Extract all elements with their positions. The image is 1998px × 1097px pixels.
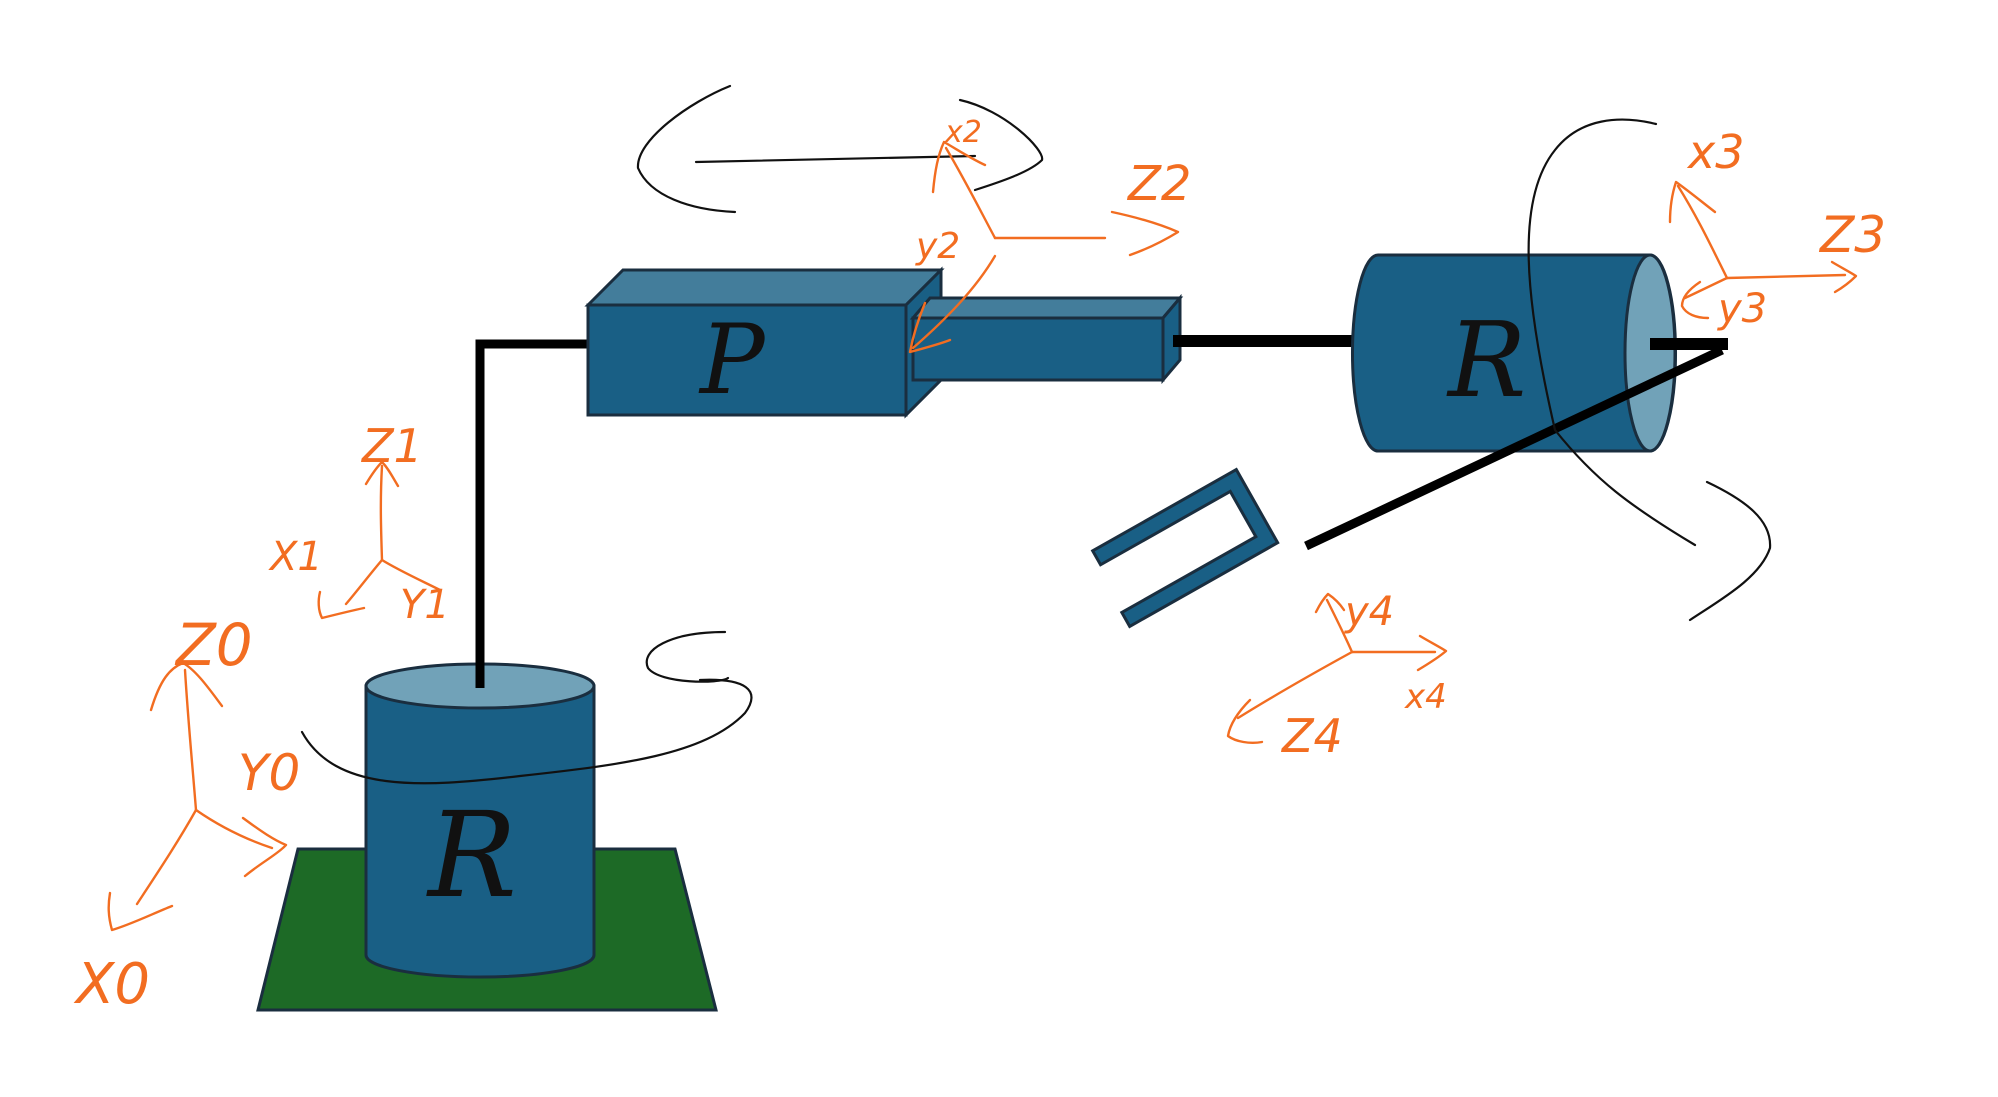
- frame1-y-label: Y1: [400, 582, 450, 628]
- frame3-x-axis: [1676, 184, 1729, 280]
- frame1-y-axis: [380, 558, 442, 592]
- gripper: [1090, 467, 1280, 629]
- rotation-arrow-joint3: [1527, 118, 1772, 622]
- frame2-x-axis: [944, 146, 997, 240]
- frame3-z-axis: [1725, 273, 1847, 280]
- frame0-z-arrowhead: [149, 661, 224, 712]
- wrist-cylinder-face: [1623, 253, 1677, 453]
- frame1-x-arrowhead: [317, 590, 366, 620]
- translation-arrow-joint2: [636, 84, 1044, 214]
- joint1-label: R: [426, 786, 517, 924]
- frame1-x-axis: [344, 558, 384, 606]
- frame4-z-axis: [1236, 650, 1354, 720]
- frame2-z-label: Z2: [1126, 156, 1191, 212]
- frame0-y-axis: [194, 808, 274, 850]
- frame3: x3 Z3 y3: [1668, 125, 1886, 332]
- frame3-y-label: y3: [1717, 286, 1767, 332]
- frame2-y-arrowhead: [908, 301, 952, 354]
- joint3-label: R: [1446, 299, 1526, 421]
- prismatic-slider: [909, 293, 1184, 385]
- wrist-cylinder: [1350, 253, 1678, 453]
- frame0-y-label: Y0: [238, 744, 300, 802]
- frame4-y-axis: [1325, 598, 1354, 654]
- link-to-gripper: [1304, 345, 1724, 551]
- joint2-label: P: [698, 304, 766, 416]
- frame1-z-arrowhead: [364, 460, 400, 488]
- frame1-x-label: X1: [268, 534, 323, 580]
- frame3-x-arrowhead: [1668, 180, 1717, 224]
- frame4-x-arrowhead: [1416, 634, 1448, 672]
- frame2-y-label: y2: [915, 226, 960, 267]
- frame0: Z0 Y0 X0: [73, 611, 300, 1017]
- frame4: y4 x4 Z4: [1226, 589, 1448, 763]
- frame0-z-label: Z0: [174, 611, 253, 679]
- frame3-y-arrowhead: [1680, 280, 1710, 320]
- link-base-to-prismatic: [475, 339, 590, 688]
- frame2-x-label: x2: [944, 115, 982, 150]
- frame0-x-axis: [135, 808, 198, 906]
- rotation-arrow-joint1: [300, 630, 753, 785]
- frame4-z-arrowhead: [1226, 698, 1264, 744]
- frame0-z-axis: [183, 668, 198, 812]
- frame3-y-axis: [1683, 276, 1729, 300]
- frame2-z-arrowhead: [1110, 210, 1180, 257]
- frame1-z-axis: [379, 464, 384, 562]
- frame3-z-arrowhead: [1830, 260, 1858, 294]
- frame0-x-arrowhead: [107, 891, 174, 932]
- frame3-x-label: x3: [1686, 125, 1745, 179]
- frame2-x-arrowhead: [931, 140, 987, 194]
- frame1-z-label: Z1: [360, 419, 423, 473]
- frame4-x-label: x4: [1404, 677, 1447, 717]
- frame3-z-label: Z3: [1818, 206, 1886, 264]
- frame0-y-arrowhead: [241, 816, 288, 878]
- frame4-z-label: Z4: [1280, 709, 1343, 763]
- frame0-x-label: X0: [73, 952, 150, 1017]
- frame4-y-arrowhead: [1314, 592, 1346, 614]
- frame1: Z1 X1 Y1: [268, 419, 450, 628]
- frame2: x2 y2 Z2: [908, 115, 1191, 354]
- frame4-y-label: y4: [1344, 589, 1394, 635]
- frame2-y-axis: [911, 254, 997, 350]
